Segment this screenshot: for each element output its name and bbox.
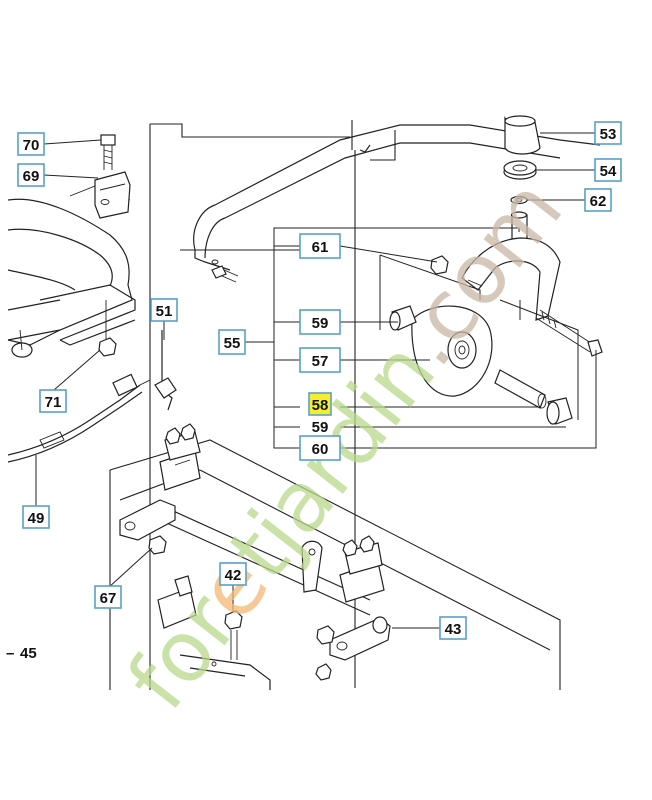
callout-59-upper-label: 59 [312, 315, 329, 332]
callout-54-label: 54 [600, 163, 617, 180]
callout-61-label: 61 [312, 239, 329, 256]
left-clamp-lower [157, 575, 197, 629]
callout-49-label: 49 [28, 510, 45, 527]
callout-59-lower-label: 59 [312, 419, 329, 436]
caster-cap-53 [504, 115, 541, 155]
callout-67[interactable]: 67 [94, 585, 122, 609]
deck-housing [7, 185, 136, 358]
callout-61[interactable]: 61 [299, 233, 341, 259]
callout-51-label: 51 [156, 303, 173, 320]
center-hook [301, 540, 323, 593]
callout-67-label: 67 [100, 590, 117, 607]
callout-58[interactable]: 58 [308, 392, 332, 416]
nut-71 [98, 300, 117, 357]
bearing-54 [503, 160, 537, 180]
callout-60-label: 60 [312, 441, 329, 458]
callout-45[interactable]: – 45 [6, 645, 37, 662]
left-plate [119, 499, 176, 541]
bushing-59-upper [389, 305, 417, 331]
callout-53-label: 53 [600, 126, 617, 143]
callout-70[interactable]: 70 [17, 132, 45, 156]
sensor-51 [154, 330, 177, 411]
callout-45-label: 45 [20, 645, 37, 662]
right-clamp-upper [339, 535, 385, 603]
bracket-69 [94, 171, 131, 219]
callout-57-label: 57 [312, 353, 329, 370]
callout-58-label: 58 [312, 397, 329, 414]
cable-49 [7, 373, 151, 463]
right-plate-43 [329, 616, 391, 661]
bolt-42 [224, 610, 243, 660]
callout-59-lower[interactable]: 59 [312, 419, 329, 436]
upper-arm [193, 124, 601, 271]
right-nuts [315, 625, 335, 681]
callout-70-label: 70 [23, 137, 40, 154]
left-clamp-upper [159, 423, 201, 491]
callout-42-label: 42 [225, 567, 242, 584]
callout-43[interactable]: 43 [439, 616, 467, 640]
bushing-59-lower [546, 397, 573, 425]
callout-42[interactable]: 42 [219, 562, 247, 586]
callout-62-label: 62 [590, 193, 607, 210]
callout-49[interactable]: 49 [22, 505, 50, 529]
nut-fork [430, 255, 449, 275]
wheel-57 [411, 305, 493, 397]
callout-43-label: 43 [445, 621, 462, 638]
fork-bolt [535, 309, 603, 357]
wheel-frame-lines [379, 254, 579, 420]
nut-67 [148, 535, 167, 555]
caster-fork [461, 211, 561, 321]
callout-71-label: 71 [45, 394, 62, 411]
callout-69-label: 69 [23, 168, 40, 185]
arm-bolt [211, 265, 239, 283]
callout-71[interactable]: 71 [39, 389, 67, 413]
lower-bracket [179, 654, 271, 690]
callout-57[interactable]: 57 [299, 347, 341, 373]
callout-69[interactable]: 69 [17, 163, 45, 187]
callout-59-upper[interactable]: 59 [299, 309, 341, 335]
callout-55-label: 55 [224, 335, 241, 352]
callout-60[interactable]: 60 [299, 435, 341, 461]
callout-55[interactable]: 55 [218, 329, 246, 355]
callout-53[interactable]: 53 [594, 121, 622, 145]
callout-45-dash: – [6, 645, 14, 662]
callout-51[interactable]: 51 [150, 298, 178, 322]
bolt-70 [100, 134, 116, 170]
callout-54[interactable]: 54 [594, 158, 622, 182]
spacer-58 [494, 369, 547, 409]
callout-62[interactable]: 62 [584, 188, 612, 212]
